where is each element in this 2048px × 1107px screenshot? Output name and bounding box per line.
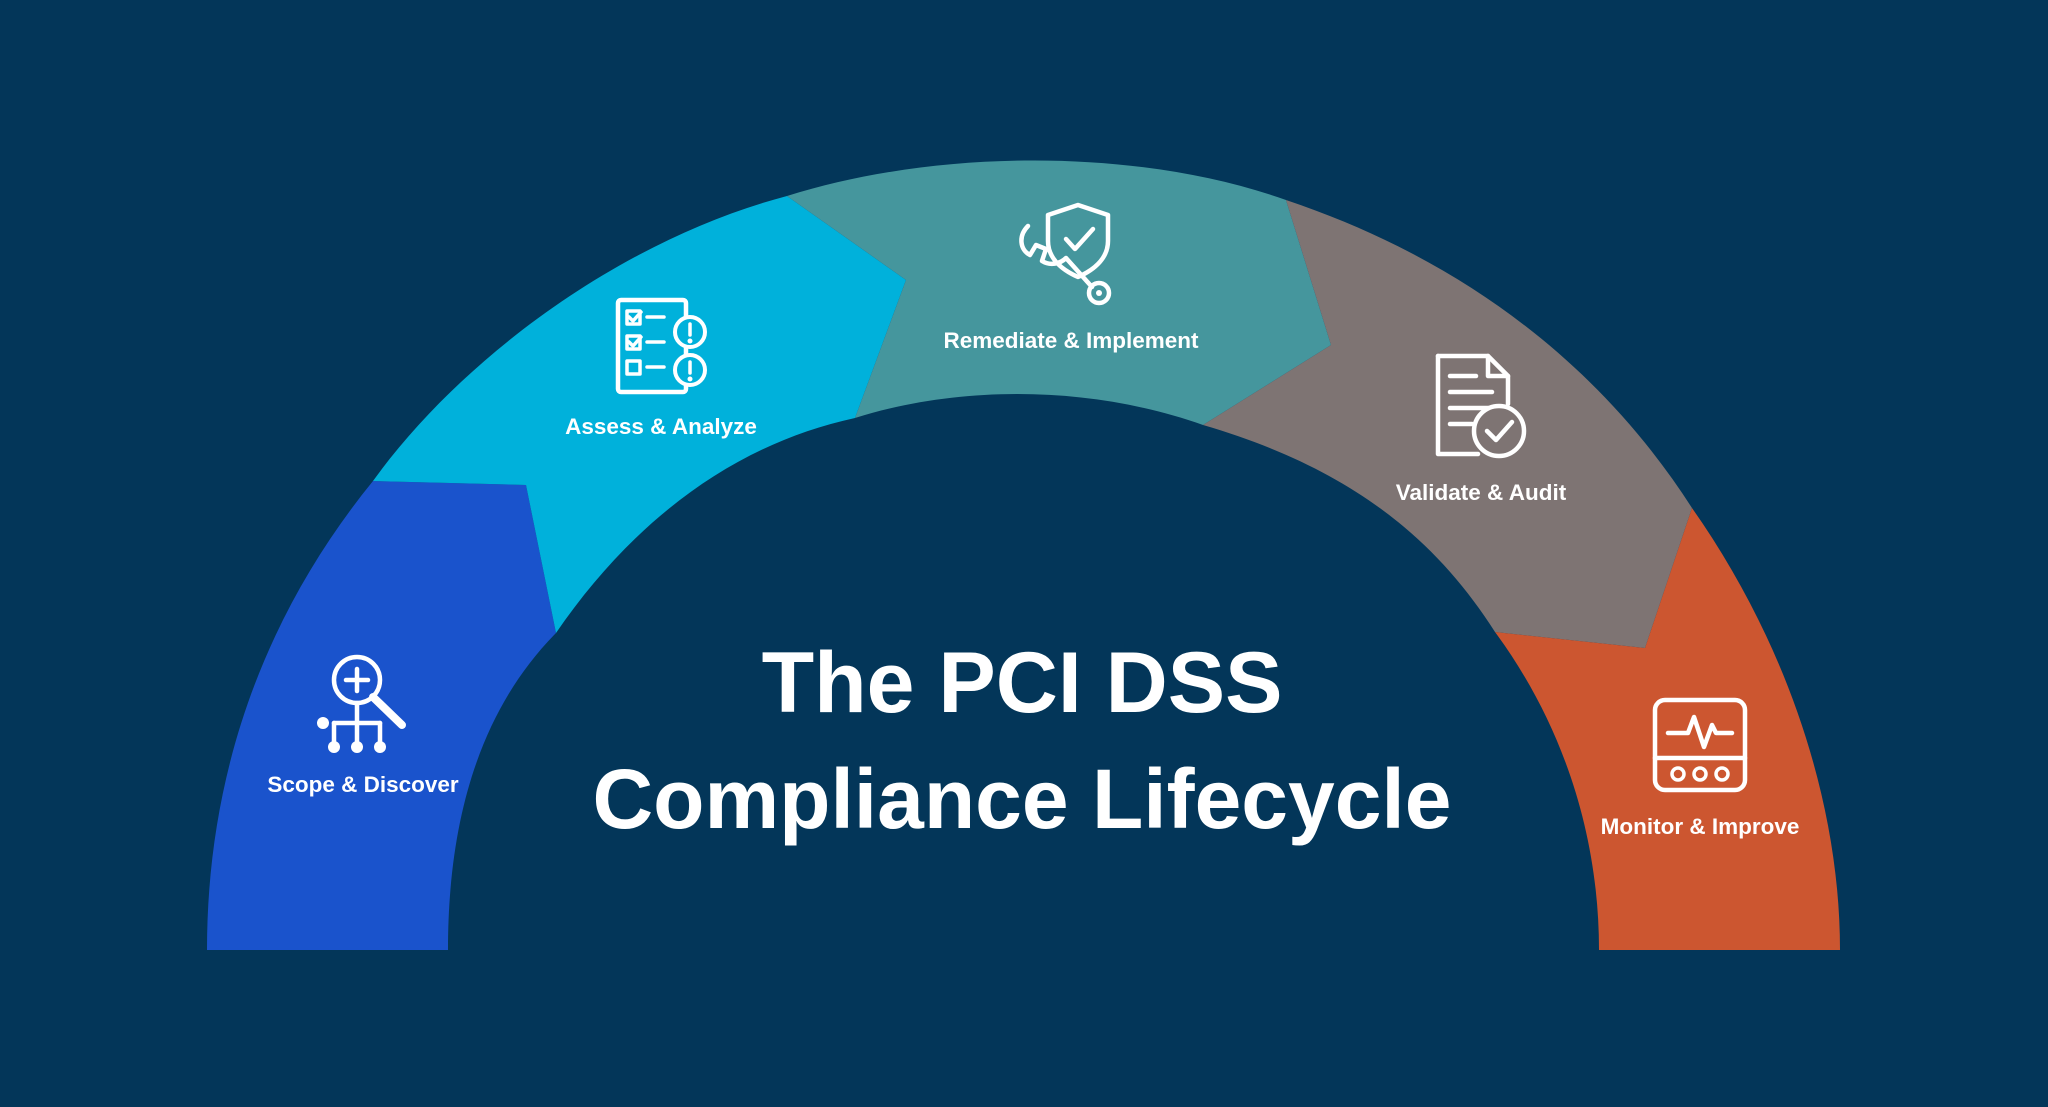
segment-validate-audit	[1203, 200, 1692, 648]
segment-monitor-improve	[1495, 508, 1840, 950]
document-check-icon	[1435, 353, 1527, 459]
monitor-pulse-icon	[1652, 697, 1748, 793]
title-line-2: Compliance Lifecycle	[593, 752, 1452, 846]
stage-label-assess-analyze: Assess & Analyze	[565, 414, 757, 439]
title-line-1: The PCI DSS	[762, 635, 1283, 731]
stage-label-remediate-implement: Remediate & Implement	[943, 328, 1199, 353]
stage-label-monitor-improve: Monitor & Improve	[1601, 814, 1800, 839]
stage-label-validate-audit: Validate & Audit	[1396, 480, 1567, 505]
segment-scope-discover	[207, 481, 556, 950]
stage-label-scope-discover: Scope & Discover	[267, 772, 459, 797]
network-search-icon	[317, 654, 406, 753]
checklist-alert-icon	[615, 297, 707, 395]
wrench-shield-icon	[1019, 202, 1112, 306]
segment-assess-analyze	[373, 196, 906, 633]
segment-remediate-implement	[787, 160, 1331, 426]
